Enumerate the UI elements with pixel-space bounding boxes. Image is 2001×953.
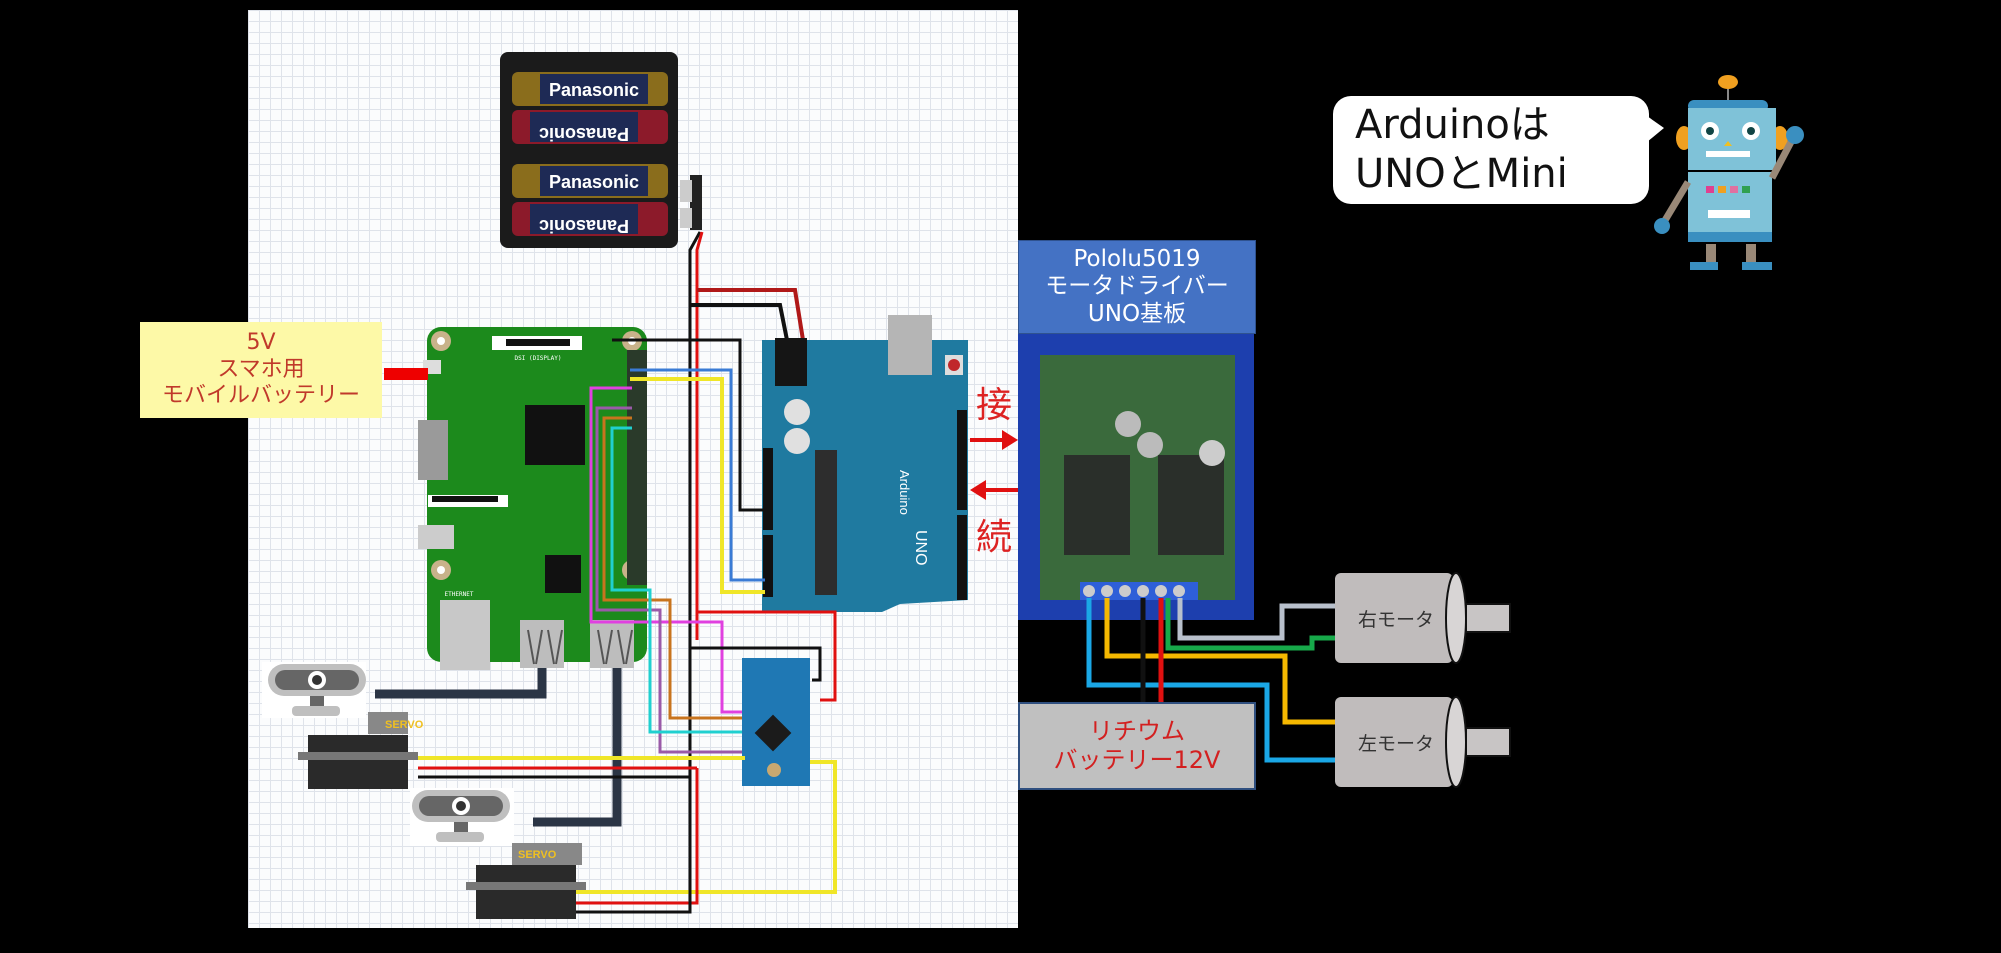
battery-voltage: 5V	[246, 330, 276, 356]
pololu-driver-photo	[1018, 332, 1254, 620]
arduino-pro-mini-board	[742, 658, 810, 786]
ethernet-label: ETHERNET	[445, 591, 474, 598]
speech-bubble-tail	[1647, 116, 1664, 142]
mcu-chip	[754, 714, 792, 752]
servo-wires	[418, 756, 745, 914]
battery-brand-text: Panasonic	[549, 172, 639, 192]
mini-signal-wires	[560, 386, 837, 894]
hdmi-port	[418, 420, 448, 480]
digital-header-high	[957, 410, 967, 510]
reset-button	[948, 359, 960, 371]
battery-wires	[688, 231, 805, 880]
speech-line1: Arduinoは	[1355, 102, 1550, 149]
robot-mascot-icon	[1654, 75, 1804, 270]
capacitor	[784, 399, 810, 425]
i2c-wires	[612, 338, 765, 594]
battery-brand-text: Panasonic	[539, 216, 629, 236]
power-header	[763, 448, 773, 530]
battery-cell: Panasonic	[512, 110, 668, 144]
lithium-line1: リチウム	[1089, 717, 1185, 746]
battery-brand-text: Panasonic	[539, 124, 629, 144]
arrow-left-icon	[970, 480, 1018, 500]
motor-driver-label: Pololu5019 モータドライバー UNO基板	[1018, 240, 1256, 334]
gpio-header	[627, 350, 647, 585]
webcam	[410, 788, 514, 846]
capacitor	[784, 428, 810, 454]
reset-button	[767, 763, 781, 777]
ethernet-port	[440, 600, 490, 670]
arrow-right-icon	[970, 430, 1018, 450]
servo-motor: SERVO	[466, 843, 586, 919]
digital-header-low	[957, 515, 967, 600]
dsi-label: DSI (DISPLAY)	[515, 355, 562, 362]
arduino-logo-text: Arduino	[897, 470, 912, 515]
atmega-chip	[815, 450, 837, 595]
right-motor-shape	[1335, 572, 1511, 664]
motor-wires	[1086, 598, 1335, 763]
servo-motor: SERVO	[298, 712, 424, 789]
aa-battery-pack: Panasonic Panasonic Panasonic Panasonic	[500, 52, 702, 248]
audio-jack	[418, 525, 454, 549]
usb-cables	[375, 668, 622, 827]
arduino-uno-board: Arduino UNO	[762, 315, 968, 612]
webcam	[262, 662, 366, 718]
right-motor-label: 右モータ	[1358, 609, 1435, 631]
usb-b-port	[888, 315, 932, 375]
connection-label-top: 接	[976, 385, 1013, 426]
speech-bubble: Arduinoは UNOとMini	[1333, 96, 1649, 204]
left-motor-shape	[1335, 696, 1511, 788]
servo-label: SERVO	[518, 849, 557, 861]
battery-cell: Panasonic	[512, 164, 668, 198]
battery-cell: Panasonic	[512, 72, 668, 106]
lithium-line2: バッテリー12V	[1053, 746, 1221, 774]
power-cable	[384, 368, 428, 380]
driver-model: Pololu5019	[1073, 245, 1201, 272]
battery-type: スマホ用	[217, 356, 305, 382]
connection-label-bottom: 続	[976, 517, 1013, 558]
connection-arrows	[970, 430, 1018, 500]
driver-type: モータドライバー	[1045, 273, 1229, 300]
servo-label: SERVO	[385, 719, 424, 731]
mobile-battery-label: 5V スマホ用 モバイルバッテリー	[140, 322, 382, 418]
speech-line2: UNOとMini	[1355, 151, 1568, 197]
dc-jack	[775, 338, 807, 386]
left-motor-label: 左モータ	[1358, 733, 1435, 755]
battery-cell: Panasonic	[512, 202, 668, 236]
soc-chip	[525, 405, 585, 465]
driver-form-factor: UNO基板	[1087, 300, 1187, 327]
battery-brand-text: Panasonic	[549, 80, 639, 100]
uno-badge: UNO	[912, 530, 929, 566]
lithium-battery-label: リチウム バッテリー12V	[1018, 702, 1256, 790]
analog-header	[763, 535, 773, 597]
battery-name: モバイルバッテリー	[161, 383, 360, 409]
